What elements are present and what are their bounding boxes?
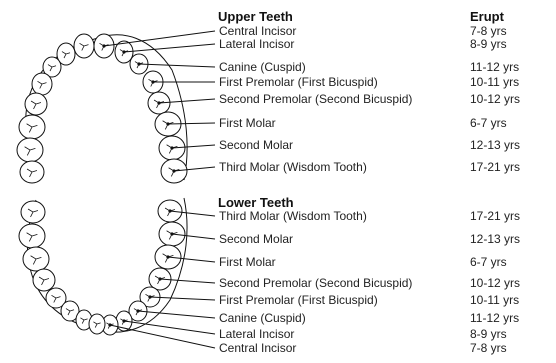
upper-left-tooth-1 [74, 34, 94, 58]
lower-label-4: Second Premolar (Second Bicuspid) [219, 276, 412, 290]
upper-left-tooth-4 [32, 73, 52, 95]
upper-label-1: Central Incisor [219, 24, 296, 38]
lower-teeth-heading: Lower Teeth [218, 195, 294, 210]
lower-teeth-group [19, 200, 185, 335]
lower-label-1: Third Molar (Wisdom Tooth) [219, 209, 367, 223]
upper-label-5: Second Premolar (Second Bicuspid) [219, 92, 412, 106]
upper-leader-1 [104, 31, 215, 46]
lower-erupt-6: 11-12 yrs [470, 311, 519, 325]
upper-left-tooth-8 [20, 161, 44, 183]
upper-erupt-3: 11-12 yrs [470, 60, 519, 74]
lower-erupt-7: 8-9 yrs [470, 327, 507, 341]
upper-erupt-7: 12-13 yrs [470, 138, 520, 152]
upper-label-2: Lateral Incisor [219, 37, 294, 51]
upper-left-tooth-5 [25, 93, 47, 115]
lower-erupt-4: 10-12 yrs [470, 276, 520, 290]
upper-teeth-heading: Upper Teeth [218, 9, 293, 24]
lower-leader-8 [110, 325, 215, 348]
lower-left-tooth-4 [33, 269, 55, 291]
lower-erupt-8: 7-8 yrs [470, 341, 507, 355]
lower-label-5: First Premolar (First Bicuspid) [219, 293, 378, 307]
upper-leader-3 [139, 64, 215, 67]
upper-label-8: Third Molar (Wisdom Tooth) [219, 160, 367, 174]
lower-left-tooth-2 [19, 224, 45, 248]
lower-label-8: Central Incisor [219, 341, 296, 355]
erupt-heading: Erupt [470, 9, 505, 24]
upper-erupt-8: 17-21 yrs [470, 160, 520, 174]
lower-label-6: Canine (Cuspid) [219, 311, 306, 325]
upper-label-6: First Molar [219, 116, 276, 130]
lower-erupt-5: 10-11 yrs [470, 293, 519, 307]
lower-erupt-2: 12-13 yrs [470, 232, 520, 246]
lower-left-tooth-8 [89, 314, 105, 334]
lower-label-3: First Molar [219, 255, 276, 269]
upper-label-3: Canine (Cuspid) [219, 60, 306, 74]
lower-left-tooth-1 [21, 201, 45, 223]
lower-erupt-3: 6-7 yrs [470, 255, 507, 269]
lower-erupt-1: 17-21 yrs [470, 209, 520, 223]
upper-erupt-1: 7-8 yrs [470, 24, 507, 38]
upper-label-4: First Premolar (First Bicuspid) [219, 75, 378, 89]
upper-label-7: Second Molar [219, 138, 293, 152]
upper-left-tooth-6 [19, 115, 45, 139]
upper-left-tooth-7 [17, 138, 43, 162]
lower-leader-6 [138, 311, 215, 318]
upper-erupt-4: 10-11 yrs [470, 75, 519, 89]
lower-label-2: Second Molar [219, 232, 293, 246]
upper-erupt-6: 6-7 yrs [470, 116, 507, 130]
lower-label-7: Lateral Incisor [219, 327, 294, 341]
lower-left-tooth-3 [23, 247, 49, 271]
upper-erupt-2: 8-9 yrs [470, 37, 507, 51]
upper-erupt-5: 10-12 yrs [470, 92, 520, 106]
upper-leader-2 [124, 44, 215, 52]
